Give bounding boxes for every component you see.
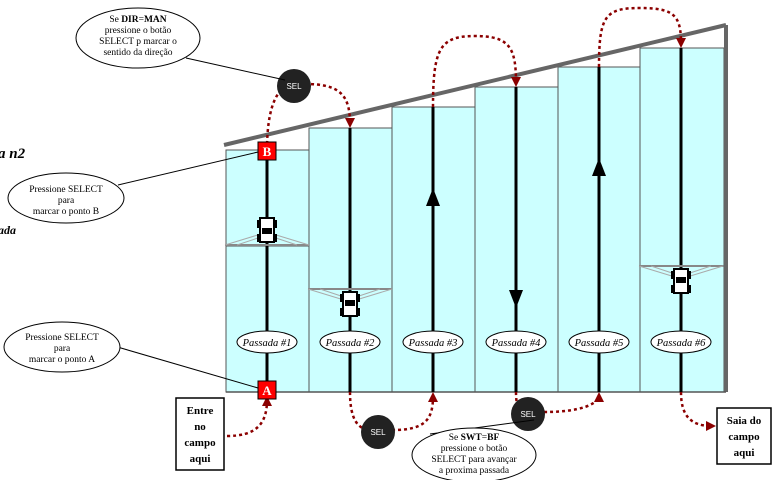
field-boundary (223, 23, 728, 393)
pass-labels: Passada #1 Passada #2 Passada #3 Passada… (236, 330, 712, 354)
pass-label: Passada #2 (325, 338, 375, 349)
svg-text:marcar o ponto B: marcar o ponto B (33, 207, 99, 217)
enter-field-box: Entre no campo aqui (175, 397, 225, 471)
svg-text:SEL: SEL (520, 410, 536, 419)
point-a-marker: A (257, 380, 277, 400)
svg-text:no: no (194, 421, 206, 433)
sel-button: SEL (361, 415, 395, 449)
tractor-icon (638, 265, 724, 294)
up-arrow-icon (592, 158, 606, 176)
callout-swt-bf: Se SWT=BF pressione o botão SELECT para … (411, 427, 537, 480)
svg-text:SELECT para avançar: SELECT para avançar (431, 455, 517, 465)
pass-label: Passada #1 (242, 338, 292, 349)
pass-label: Passada #6 (656, 338, 706, 349)
svg-text:para: para (58, 196, 75, 206)
pass-label: Passada #5 (574, 338, 624, 349)
svg-text:sentido da direção: sentido da direção (103, 48, 172, 58)
point-b-marker: B (257, 141, 277, 161)
svg-text:aqui: aqui (734, 447, 755, 459)
svg-text:Se DIR=MAN: Se DIR=MAN (109, 15, 166, 25)
pass-label: Passada #4 (491, 338, 541, 349)
svg-text:A: A (262, 383, 272, 398)
exit-field-box: Saia do campo aqui (716, 407, 772, 465)
cutoff-text-fragment: ada (0, 223, 16, 237)
down-arrow-icon (509, 290, 523, 308)
svg-text:Se SWT=BF: Se SWT=BF (449, 433, 500, 443)
svg-text:Pressione SELECT: Pressione SELECT (25, 333, 99, 343)
direction-arrows (426, 158, 606, 308)
svg-text:para: para (54, 344, 71, 354)
svg-text:pressione o botão: pressione o botão (105, 26, 172, 36)
svg-text:Entre: Entre (187, 405, 214, 417)
svg-text:SEL: SEL (286, 82, 302, 91)
svg-text:SELECT p marcar o: SELECT p marcar o (99, 37, 177, 47)
svg-text:Saia do: Saia do (727, 415, 762, 427)
up-arrow-icon (426, 188, 440, 206)
svg-text:SEL: SEL (370, 428, 386, 437)
pass-label: Passada #3 (408, 338, 458, 349)
svg-text:pressione o botão: pressione o botão (441, 444, 508, 454)
svg-text:Pressione SELECT: Pressione SELECT (29, 185, 103, 195)
svg-text:aqui: aqui (190, 453, 211, 465)
cutoff-text-fragment: a n2 (0, 146, 26, 162)
svg-text:a proxima passada: a proxima passada (439, 466, 510, 476)
sel-button: SEL (277, 69, 311, 103)
callout-point-a: Pressione SELECT para marcar o ponto A (3, 321, 121, 373)
callout-leaders (113, 57, 535, 435)
svg-text:B: B (263, 144, 272, 159)
tractor-icon (224, 217, 310, 246)
svg-text:marcar o ponto A: marcar o ponto A (29, 355, 95, 365)
tractor-icon (307, 288, 393, 317)
svg-text:campo: campo (728, 431, 760, 443)
svg-text:campo: campo (184, 437, 216, 449)
sel-button: SEL (511, 397, 545, 431)
callout-point-b: Pressione SELECT para marcar o ponto B (7, 172, 125, 224)
callout-dir-man: Se DIR=MAN pressione o botão SELECT p ma… (75, 7, 201, 69)
